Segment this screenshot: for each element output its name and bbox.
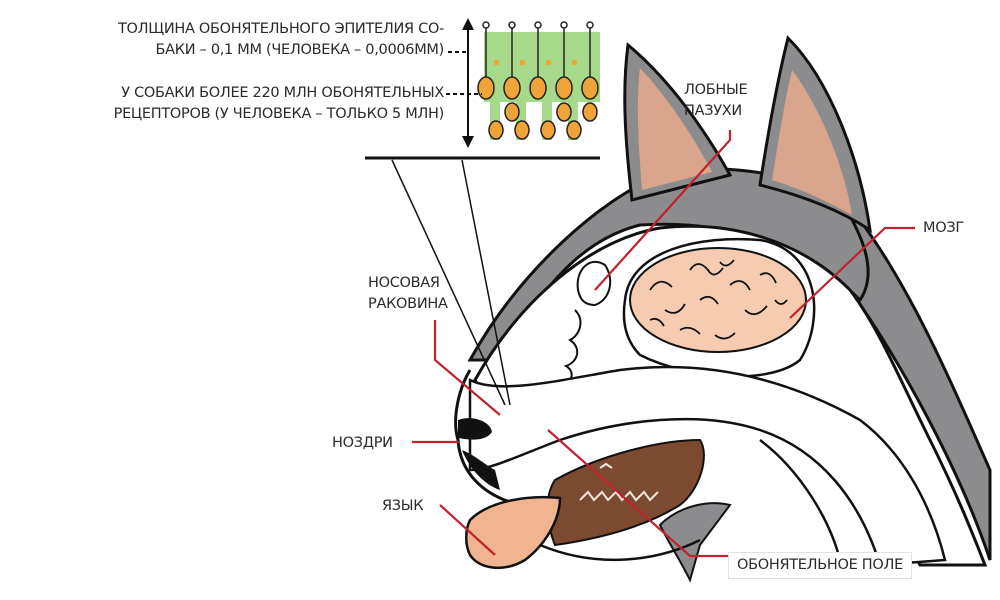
nostril-lower (462, 450, 500, 490)
neck-fur (832, 185, 992, 561)
label-nasal-turbinate: НОСОВАЯ РАКОВИНА (368, 273, 448, 315)
frontal-sinus (576, 260, 612, 307)
nose (458, 418, 492, 440)
right-ear-inner (772, 70, 852, 215)
receptors-text: У СОБАКИ БОЛЕЕ 220 МЛН ОБОНЯТЕЛЬНЫХ РЕЦЕ… (113, 83, 445, 125)
thickness-line-2: БАКИ – 0,1 ММ (ЧЕЛОВЕКА – 0,0006ММ) (155, 42, 444, 58)
brain-folds (649, 259, 788, 340)
turbinate-line-2: РАКОВИНА (368, 296, 448, 312)
frontal-sinuses-line-2: ПАЗУХИ (684, 103, 742, 119)
label-tongue: ЯЗЫК (382, 498, 424, 514)
label-brain: МОЗГ (923, 220, 964, 236)
receptors-line-1: У СОБАКИ БОЛЕЕ 220 МЛН ОБОНЯТЕЛЬНЫХ (121, 85, 444, 101)
thickness-line-1: ТОЛЩИНА ОБОНЯТЕЛЬНОГО ЭПИТЕЛИЯ СО- (117, 21, 444, 37)
snout-outline (454, 369, 521, 507)
label-frontal-sinuses: ЛОБНЫЕ ПАЗУХИ (684, 80, 748, 122)
mouth-cavity (546, 438, 705, 547)
teeth (579, 462, 659, 502)
jaw-line (539, 439, 842, 562)
turbinate-line-1: НОСОВАЯ (368, 275, 440, 291)
tongue (465, 495, 562, 570)
label-nostrils: НОЗДРИ (332, 435, 393, 451)
head-fur (467, 167, 870, 362)
receptors-line-2: РЕЦЕПТОРОВ (У ЧЕЛОВЕКА – ТОЛЬКО 5 МЛН) (113, 106, 445, 122)
epithelium-inset (365, 18, 600, 406)
epithelium-thickness-text: ТОЛЩИНА ОБОНЯТЕЛЬНОГО ЭПИТЕЛИЯ СО- БАКИ … (118, 19, 444, 61)
frontal-sinuses-line-1: ЛОБНЫЕ (684, 82, 748, 98)
label-olfactory-field: ОБОНЯТЕЛЬНОЕ ПОЛЕ (728, 552, 912, 579)
leader-lines (412, 130, 915, 558)
left-ear-inner (637, 68, 712, 190)
muzzle (468, 365, 947, 567)
